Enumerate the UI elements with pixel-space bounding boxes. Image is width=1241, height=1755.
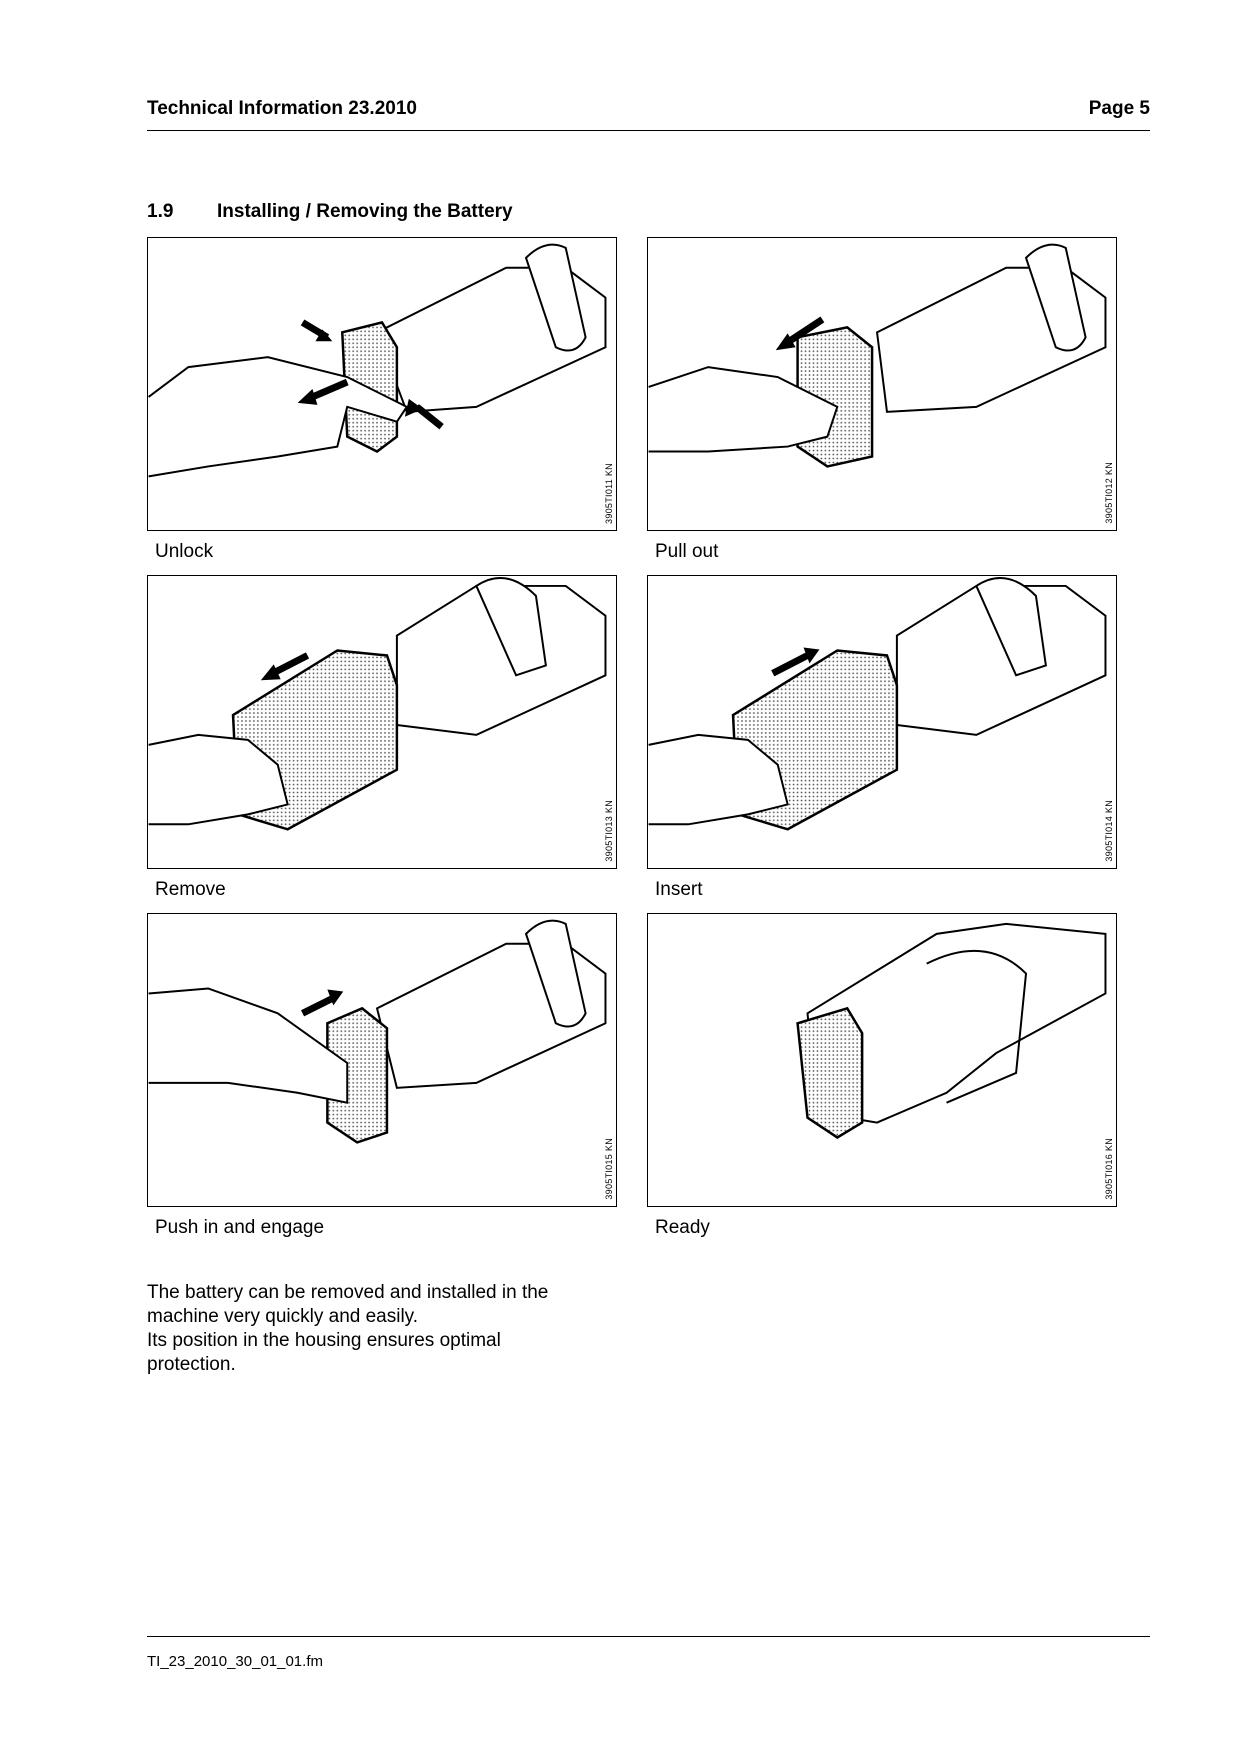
page-footer: TI_23_2010_30_01_01.fm (147, 1636, 1150, 1670)
remove-illustration (148, 577, 607, 831)
caption-insert: Insert (655, 879, 703, 900)
section-title: Installing / Removing the Battery (217, 201, 513, 222)
body-line: Its position in the housing ensures opti… (147, 1330, 501, 1351)
caption-remove: Remove (155, 879, 226, 900)
caption-unlock: Unlock (155, 541, 214, 562)
figure-remove: 3905TI013 KN (147, 575, 617, 869)
figure-code: 3905TI013 KN (604, 800, 614, 862)
push-in-illustration (148, 919, 607, 1144)
figure-code: 3905TI014 KN (1104, 800, 1114, 862)
pull-out-illustration (648, 243, 1107, 468)
insert-illustration (648, 577, 1107, 831)
figure-pull-out: 3905TI012 KN (647, 237, 1117, 531)
section-number: 1.9 (147, 201, 174, 222)
body-paragraph: The battery can be removed and installed… (147, 1281, 627, 1377)
figure-ready: 3905TI016 KN (647, 913, 1117, 1207)
figure-code: 3905TI011 KN (604, 463, 614, 524)
caption-push-in: Push in and engage (155, 1217, 325, 1238)
ready-illustration (796, 922, 1107, 1139)
figure-push-in: 3905TI015 KN (147, 913, 617, 1207)
body-line: The battery can be removed and installed… (147, 1282, 549, 1303)
page-number: Page 5 (1088, 98, 1150, 119)
section-heading: 1.9 Installing / Removing the Battery (147, 201, 513, 223)
figure-code: 3905TI015 KN (604, 1138, 614, 1200)
figure-insert: 3905TI014 KN (647, 575, 1117, 869)
caption-pull-out: Pull out (655, 541, 719, 562)
figure-code: 3905TI016 KN (1104, 1138, 1114, 1200)
figure-code: 3905TI012 KN (1104, 462, 1114, 524)
figure-unlock: 3905TI011 KN (147, 237, 617, 531)
page-header: Technical Information 23.2010 Page 5 (147, 98, 1150, 131)
unlock-illustration (148, 243, 607, 478)
footer-filename: TI_23_2010_30_01_01.fm (147, 1653, 323, 1670)
body-line: protection. (147, 1354, 236, 1375)
body-line: machine very quickly and easily. (147, 1306, 419, 1327)
caption-ready: Ready (655, 1217, 710, 1238)
document-title: Technical Information 23.2010 (147, 98, 417, 119)
